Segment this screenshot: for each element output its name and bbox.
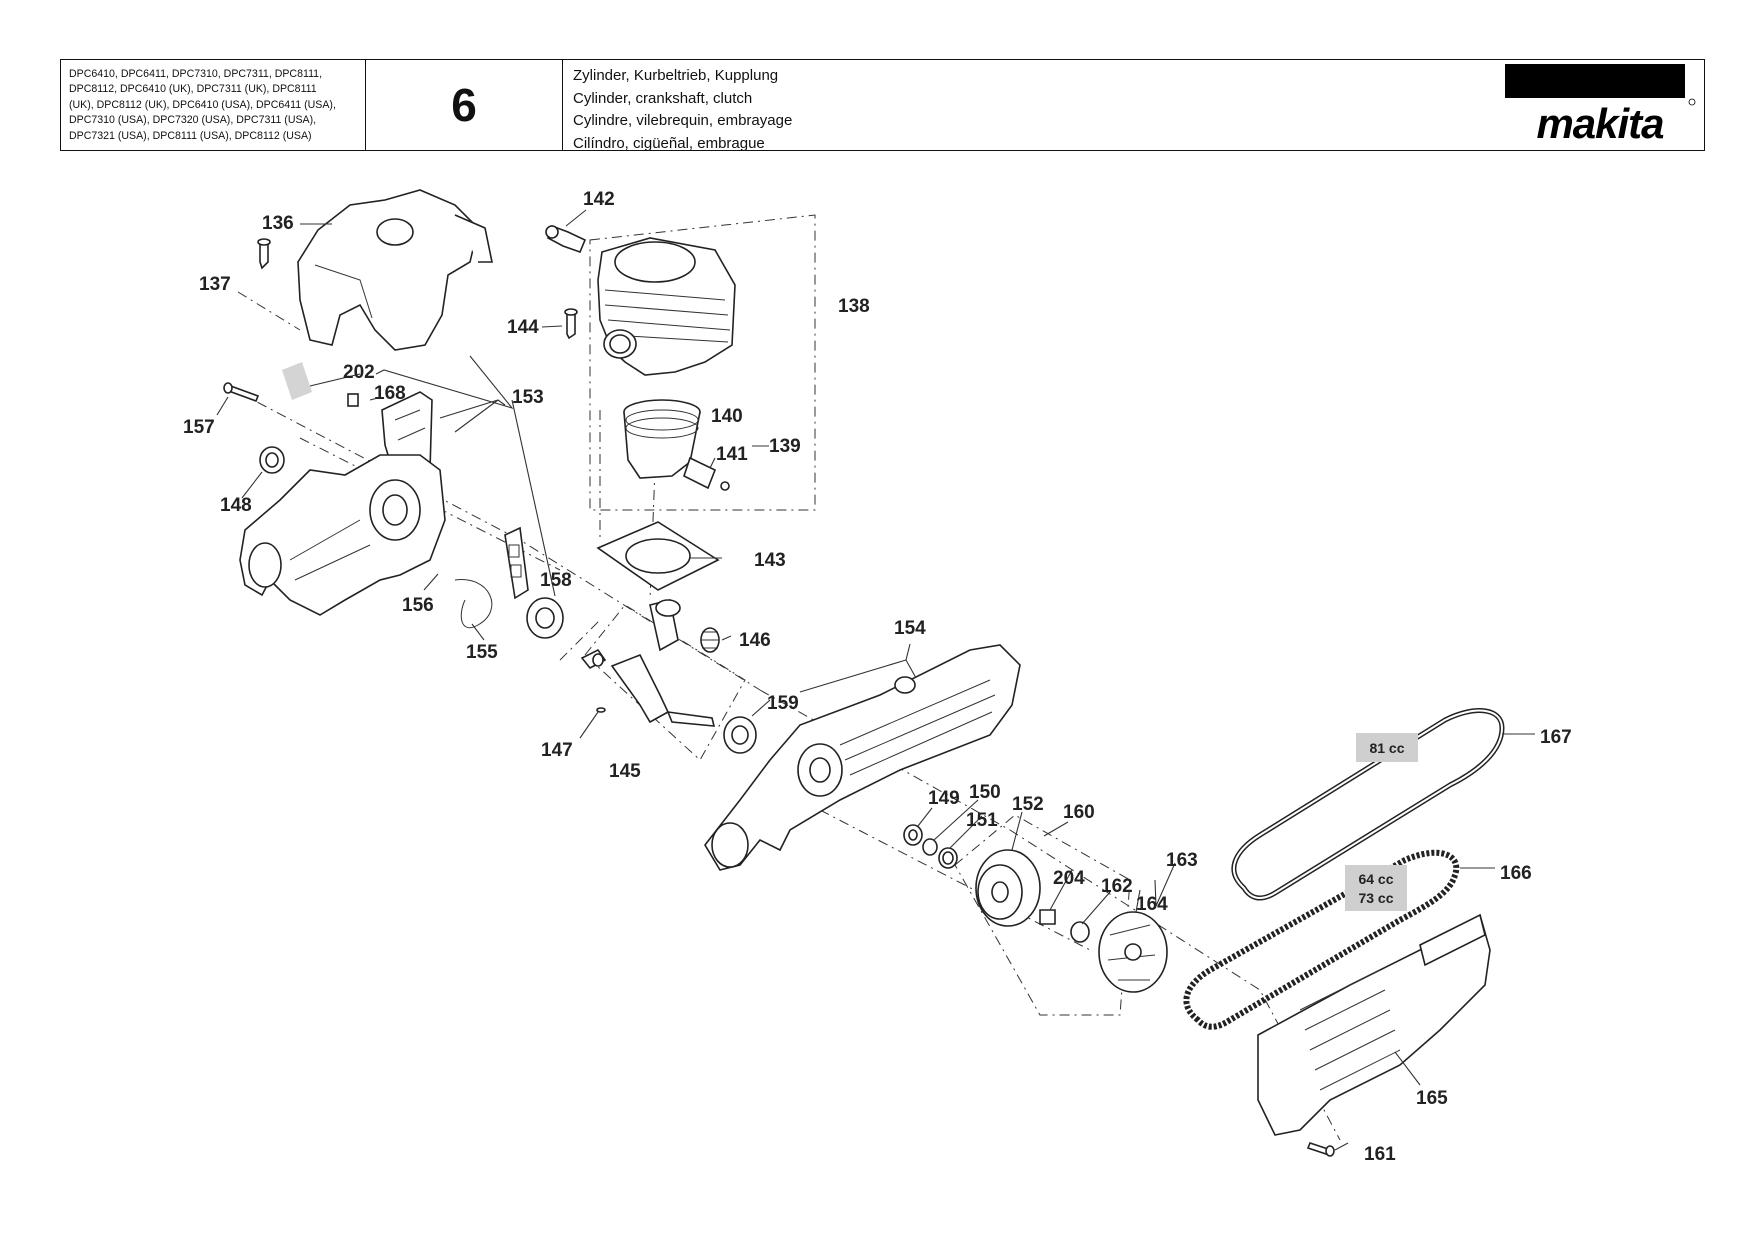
logo-cell: makita [1504, 60, 1704, 150]
part-159-bearing [723, 716, 757, 754]
part-136-cylinder-cover [297, 189, 493, 351]
part-label-149: 149 [928, 788, 960, 809]
part-204-bushing [1039, 909, 1056, 925]
part-148-seal [259, 446, 285, 474]
part-label-151: 151 [966, 810, 998, 831]
part-141-piston-pin [683, 456, 730, 491]
part-161-screw [1306, 1142, 1335, 1157]
title-de: Zylinder, Kurbeltrieb, Kupplung [573, 67, 779, 84]
part-157-bolt [223, 382, 260, 403]
part-label-136: 136 [262, 213, 294, 234]
part-label-144: 144 [507, 317, 539, 338]
part-label-148: 148 [220, 495, 252, 516]
part-146-needle-bearing [700, 627, 720, 653]
part-label-142: 142 [583, 189, 615, 210]
part-137-screw [257, 238, 271, 270]
part-label-202: 202 [343, 362, 375, 383]
part-145-crankshaft [580, 599, 716, 727]
part-165-belt-guard [1257, 913, 1491, 1136]
part-label-161: 161 [1364, 1144, 1396, 1165]
displacement-tags: 81 cc 64 cc 73 cc [1345, 733, 1418, 911]
part-label-150: 150 [969, 782, 1001, 803]
part-202-label [282, 362, 312, 400]
part-labels: 136 137 142 144 138 202 168 153 157 140 … [183, 189, 1572, 1165]
part-label-139: 139 [769, 436, 801, 457]
crankcase-half-left [239, 454, 446, 616]
part-label-153: 153 [512, 387, 544, 408]
part-label-155: 155 [466, 642, 498, 663]
model-list: DPC6410, DPC6411, DPC7310, DPC7311, DPC8… [61, 60, 366, 150]
part-label-152: 152 [1012, 794, 1044, 815]
title-block: DPC6410, DPC6411, DPC7310, DPC7311, DPC8… [60, 59, 1705, 152]
part-138-cylinder [597, 237, 736, 376]
part-152-clutch-drum [975, 849, 1041, 927]
part-166-belt [1183, 849, 1460, 1030]
part-label-158: 158 [540, 570, 572, 591]
part-label-167: 167 [1540, 727, 1572, 748]
part-168-nut [347, 393, 359, 407]
part-156-flange [504, 526, 529, 600]
title-fr: Cylindre, vilebrequin, embrayage [573, 112, 793, 129]
part-label-141: 141 [716, 444, 748, 465]
part-label-140: 140 [711, 406, 743, 427]
model-line: DPC8112, DPC6410 (UK), DPC7311 (UK), DPC… [69, 83, 317, 96]
part-label-168: 168 [374, 383, 406, 404]
model-line: DPC7310 (USA), DPC7320 (USA), DPC7311 (U… [69, 114, 317, 127]
tag-81cc: 81 cc [1369, 740, 1404, 756]
part-140-piston [623, 399, 701, 479]
logo-wordmark: makita [1536, 100, 1664, 144]
part-144-screw [564, 308, 578, 340]
makita-logo: makita [1505, 64, 1696, 144]
part-label-163: 163 [1166, 850, 1198, 871]
part-155-gasket [454, 579, 493, 628]
leader-lines [216, 209, 1535, 1151]
title-en: Cylinder, crankshaft, clutch [573, 89, 753, 107]
tag-64-73cc-box [1345, 865, 1407, 911]
part-label-146: 146 [739, 630, 771, 651]
part-151-ring [938, 847, 958, 869]
group-boxes [584, 214, 1131, 1016]
part-label-164: 164 [1136, 894, 1168, 915]
part-label-157: 157 [183, 417, 215, 438]
part-label-156: 156 [402, 595, 434, 616]
part-label-162: 162 [1101, 876, 1133, 897]
part-149-seal [903, 824, 923, 846]
page-number: 6 [366, 60, 563, 150]
part-158-bearing [526, 597, 564, 639]
tag-81cc-box [1356, 733, 1418, 762]
part-147-key [596, 707, 606, 713]
part-label-160: 160 [1063, 802, 1095, 823]
part-164-clutch [1098, 911, 1168, 993]
model-line: (UK), DPC8112 (UK), DPC6410 (USA), DPC64… [69, 98, 336, 111]
part-label-137: 137 [199, 274, 231, 295]
model-line: DPC6410, DPC6411, DPC7310, DPC7311, DPC8… [69, 68, 323, 80]
part-label-145: 145 [609, 761, 641, 782]
part-label-147: 147 [541, 740, 573, 761]
tag-64cc: 64 cc [1358, 871, 1393, 887]
part-label-159: 159 [767, 693, 799, 714]
tag-73cc: 73 cc [1358, 890, 1393, 906]
part-label-204: 204 [1053, 868, 1085, 889]
part-143-gasket [596, 521, 720, 591]
part-167-belt [1231, 708, 1505, 901]
part-label-165: 165 [1416, 1088, 1448, 1109]
part-150-washer [922, 838, 938, 856]
part-label-143: 143 [754, 550, 786, 571]
part-142-spark-plug [545, 224, 587, 254]
part-label-154: 154 [894, 618, 926, 639]
model-line: DPC7321 (USA), DPC8111 (USA), DPC8112 (U… [69, 129, 312, 142]
part-162-washer [1070, 921, 1090, 943]
section-titles: Zylinder, Kurbeltrieb, Kupplung Cylinder… [563, 60, 1504, 152]
part-label-166: 166 [1500, 863, 1532, 884]
part-154-crankcase-right [704, 644, 1021, 871]
title-es: Cilíndro, cigüeñal, embrague [573, 134, 765, 152]
part-label-138: 138 [838, 296, 870, 317]
